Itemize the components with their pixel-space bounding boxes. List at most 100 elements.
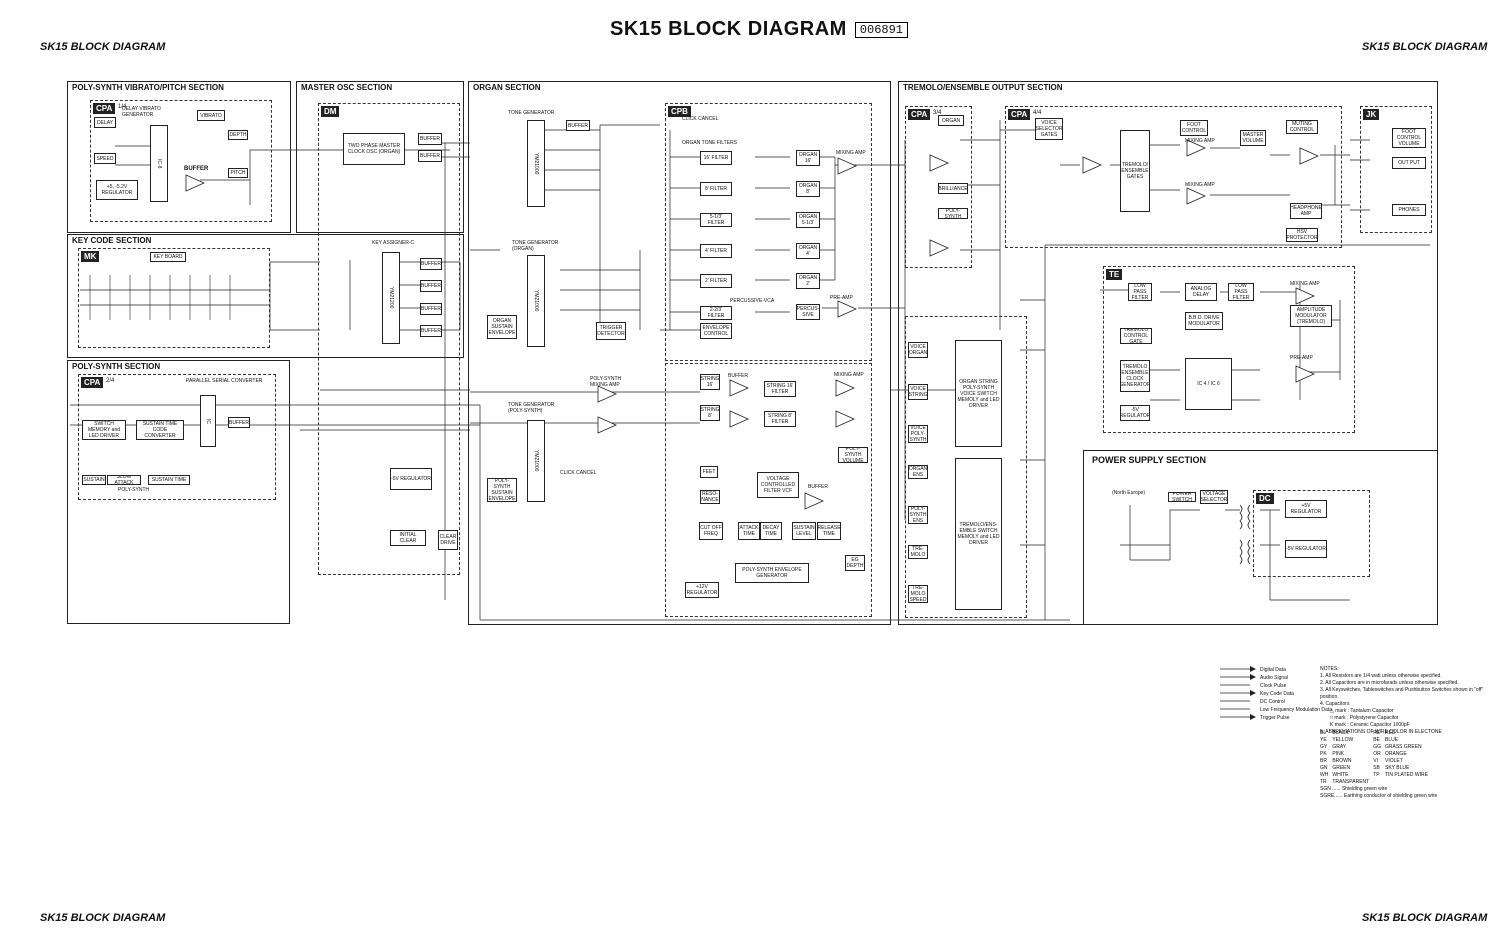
section-title: MASTER OSC SECTION	[301, 83, 392, 92]
power-switch[interactable]: POWER SWITCH	[1168, 492, 1196, 502]
brilliance-knob: BRILLIANCE	[938, 183, 968, 194]
section-title: POLY-SYNTH VIBRATO/PITCH SECTION	[72, 83, 224, 92]
note-item: △ mark : Tantalum Capacitor	[1320, 708, 1490, 715]
buffer-block: BUFFER	[418, 150, 442, 162]
legend-item: Trigger Pulse	[1220, 714, 1332, 722]
wire-color-row: BRBROWNVIVIOLET	[1320, 758, 1432, 765]
organ-2-switch: ORGAN 2'	[796, 273, 820, 289]
pitch-knob: PITCH	[228, 168, 248, 178]
wire-color-name: GRAY	[1332, 744, 1373, 751]
hsv-protector: HSV PROTECTOR	[1286, 228, 1318, 242]
foot-control-volume-jack[interactable]: FOOT CONTROL VOLUME	[1392, 128, 1426, 148]
sustain-time-button: SUSTAIN TIME	[148, 475, 190, 485]
wire-code: BR	[1320, 758, 1332, 765]
wire-code: YE	[1320, 737, 1332, 744]
string-8-filter: STRING 8' FILTER	[764, 411, 796, 427]
feet-switch: FEET	[700, 466, 718, 478]
organ-ens-button[interactable]: ORGAN ENS	[908, 465, 928, 479]
wire-code: BE	[1373, 737, 1385, 744]
percussive-vca-label: PERCUSSIVE-VCA	[730, 298, 774, 304]
organ-string-driver: ORGAN STRING POLY-SYNTH VOICE SWITCH MEM…	[955, 340, 1002, 447]
buffer-label: BUFFER	[808, 484, 828, 490]
wire-code: GY	[1320, 744, 1332, 751]
note-item: 2. All Capacitors are in microfarads unl…	[1320, 680, 1490, 687]
voltage-selector[interactable]: VOLTAGE SELECTOR	[1200, 490, 1228, 504]
section-title: KEY CODE SECTION	[72, 236, 151, 245]
sustain-level-knob: SUSTAIN LEVEL	[792, 522, 816, 540]
slow-attack-button: SLOW ATTACK	[107, 475, 141, 485]
low-pass-filter-2: LOW PASS FILTER	[1228, 283, 1254, 301]
wire-color-name: YELLOW	[1332, 737, 1373, 744]
mixing-amp-label: MIXING AMP	[1185, 182, 1215, 188]
wire-code: OR	[1373, 751, 1385, 758]
regulator-minus5-te: -5V REGULATOR	[1120, 405, 1150, 421]
phones-jack[interactable]: PHONES	[1392, 204, 1426, 216]
speed-knob: SPEED	[94, 153, 116, 164]
buffer-block: BUFFER	[418, 133, 442, 145]
note-item: 1. All Resistors are 1/4 watt unless oth…	[1320, 673, 1490, 680]
resonance-knob: RESO-NANCE	[700, 490, 720, 504]
board-tag-dc: DC	[1256, 493, 1274, 504]
clear-drive: CLEAR DRIVE	[438, 530, 458, 550]
filter-5-1-3: 5-1/3' FILTER	[700, 213, 732, 227]
regulator-12v: +12V REGULATOR	[685, 582, 719, 598]
vibrato-switch: VIBRATO	[197, 110, 225, 121]
legend-item: Audio Signal	[1220, 674, 1332, 682]
wire-code: BL	[1320, 730, 1332, 737]
signal-legend: Digital Data Audio Signal Clock Pulse Ke…	[1220, 666, 1332, 722]
buffer-label: BUFFER	[728, 373, 748, 379]
output-jack[interactable]: OUT PUT	[1392, 157, 1426, 169]
filter-4: 4' FILTER	[700, 244, 732, 258]
filter-2-2-3: 2-2/3' FILTER	[700, 306, 732, 320]
organ-volume: ORGAN	[938, 115, 964, 126]
envelope-generator: POLY-SYNTH ENVELOPE GENERATOR	[735, 563, 809, 583]
tremolo-speed-button[interactable]: TRE-MOLO SPEED	[908, 585, 928, 603]
legend-item: Key Code Data	[1220, 690, 1332, 698]
wire-color-name: BLUE	[1385, 737, 1432, 744]
tone-generator-poly-ic: YM21000	[527, 420, 545, 502]
delay-knob: DELAY	[94, 117, 116, 128]
tone-generator-organ-ic: YM21000	[527, 255, 545, 347]
buffer-block: BUFFER	[566, 120, 590, 131]
tone-generator-organ-label: TONE GENERATOR (ORGAN)	[512, 240, 567, 252]
voice-poly-synth-button[interactable]: VOICE POLY-SYNTH	[908, 425, 928, 443]
tremolo-control-gate: TREMOLO CONTROL GATE	[1120, 328, 1152, 344]
legend-item: Low Frequency Modulation Data	[1220, 706, 1332, 714]
voice-string-button[interactable]: VOICE STRING	[908, 384, 928, 400]
pre-amp-label: PRE-AMP	[830, 295, 853, 301]
poly-synth-sustain-envelope: POLY-SYNTH SUSTAIN ENVELOPE	[487, 478, 517, 502]
envelope-control: ENVELOPE CONTROL	[700, 323, 732, 339]
wire-color-name	[1385, 779, 1432, 786]
wire-color-row: TRTRANSPARENT	[1320, 779, 1432, 786]
click-cancel-label: CLICK CANCEL	[682, 116, 718, 122]
note-item: □ mark : Polystyrene Capacitor	[1320, 715, 1490, 722]
wire-color-name: BROWN	[1332, 758, 1373, 765]
decay-time-knob: DECAY TIME	[760, 522, 782, 540]
organ-4-switch: ORGAN 4'	[796, 243, 820, 259]
shield-note: SGRE...... Earthing conductor of shieldi…	[1320, 793, 1437, 800]
legend-item: DC Control	[1220, 698, 1332, 706]
section-title: ORGAN SECTION	[473, 83, 541, 92]
tremolo-button[interactable]: TRE-MOLO	[908, 545, 928, 559]
board-mk	[78, 248, 270, 348]
organ-tone-filters-label: ORGAN TONE FILTERS	[682, 140, 737, 146]
wire-code: RE	[1373, 730, 1385, 737]
key-assigner-ic: YM21200	[382, 252, 400, 344]
poly-synth-volume: POLY-SYNTH VOLUME	[838, 447, 868, 463]
mixing-amp-label: MIXING AMP	[1290, 281, 1320, 287]
pre-amp-label: PRE-AMP	[1290, 355, 1313, 361]
cut-off-freq-knob: CUT OFF FREQ	[699, 522, 723, 540]
click-cancel-label: CLICK CANCEL	[560, 470, 596, 476]
mixing-amp-label: MIXING AMP	[1185, 138, 1215, 144]
trigger-detector: TRIGGER DETECTOR	[596, 322, 626, 340]
board-fraction: 4/4	[1033, 110, 1041, 116]
tone-generator-ic: YM21000	[527, 120, 545, 207]
notes-block: NOTES: 1. All Resistors are 1/4 watt unl…	[1320, 666, 1490, 736]
voice-organ-button[interactable]: VOICE ORGAN	[908, 342, 928, 358]
poly-synth-ens-button[interactable]: POLY-SYNTH ENS	[908, 506, 928, 524]
board-fraction: 2/4	[106, 378, 114, 384]
buffer-block: BUFFER	[228, 417, 250, 428]
buffer-block: BUFFER	[420, 258, 442, 270]
board-tag-cpa: CPA	[1008, 109, 1030, 120]
